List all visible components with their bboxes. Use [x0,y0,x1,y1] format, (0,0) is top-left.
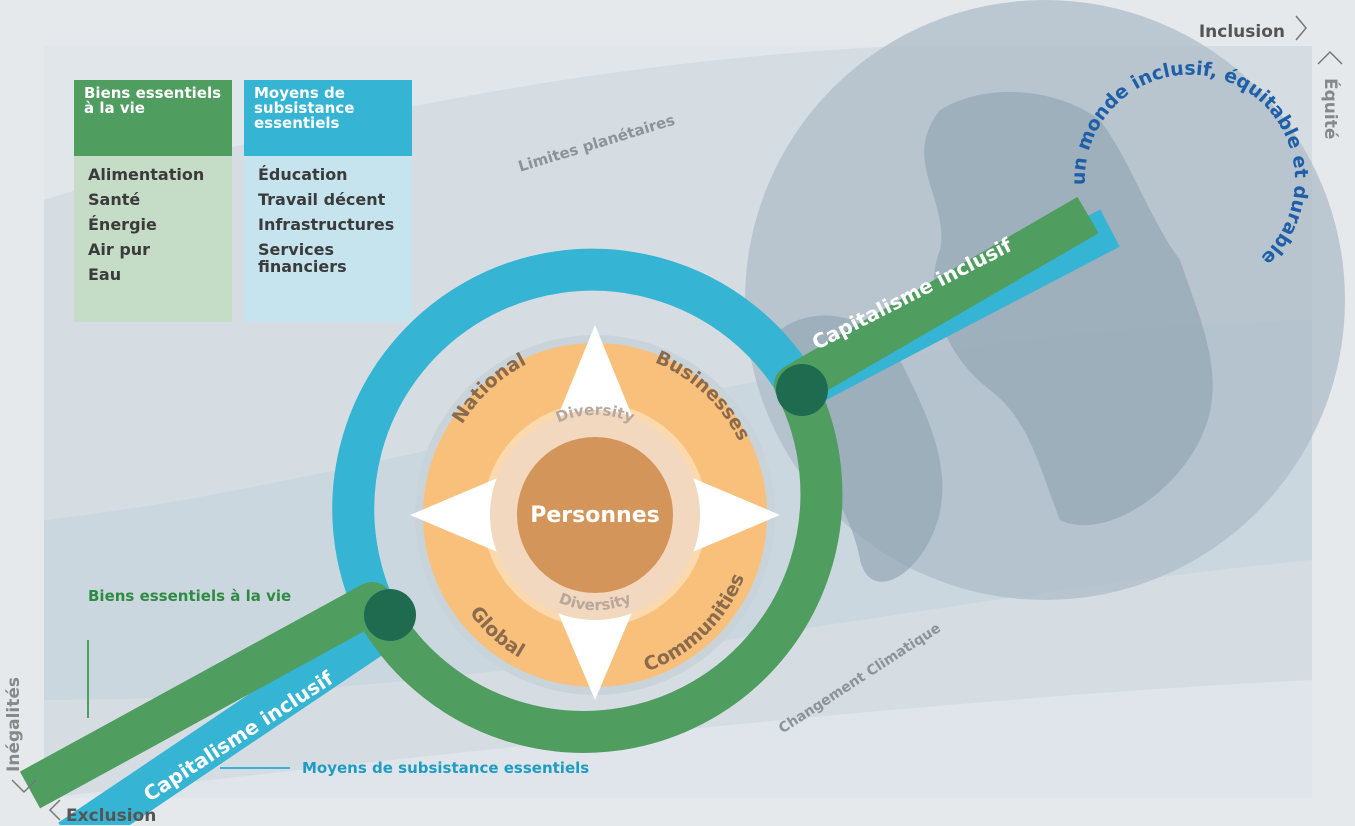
moyens-box-list: Éducation Travail décent Infrastructures… [244,156,412,322]
moyens-item: Services financiers [258,240,347,276]
biens-item: Air pur [88,240,151,259]
biens-box-title: Biens essentiels à la vie [74,80,232,156]
blue-band [58,209,1120,825]
biens-item: Eau [88,265,122,284]
center-label: Personnes [530,503,659,528]
moyens-item: Infrastructures [258,215,395,234]
band-crossing-left [364,589,416,641]
equite-label: Équité [1320,78,1340,140]
biens-item: Santé [88,190,141,209]
biens-item: Alimentation [88,165,205,184]
background-wave-bottom [44,680,1312,798]
chevron-down-icon [11,779,37,794]
moyens-item: Travail décent [258,190,386,209]
circle-center [517,437,673,593]
green-band [19,196,1099,809]
moyens-box-title: Moyens de subsistance essentiels [244,80,412,156]
moyens-legend-label: Moyens de subsistance essentiels [302,759,589,777]
moyens-item: Éducation [258,165,348,184]
band-crossing-right [776,364,828,416]
biens-box-list: Alimentation Santé Énergie Air pur Eau [74,156,232,322]
chevron-left-icon [48,799,61,821]
chevron-right-icon [1295,15,1307,41]
biens-item: Énergie [88,215,157,234]
inegalites-label: Inégalités [4,676,24,772]
globe-continent-africa [924,91,1213,526]
chevron-up-icon [1317,50,1343,65]
biens-legend-label: Biens essentiels à la vie [88,587,291,605]
exclusion-label: Exclusion [66,806,157,826]
inclusion-label: Inclusion [1198,22,1285,42]
